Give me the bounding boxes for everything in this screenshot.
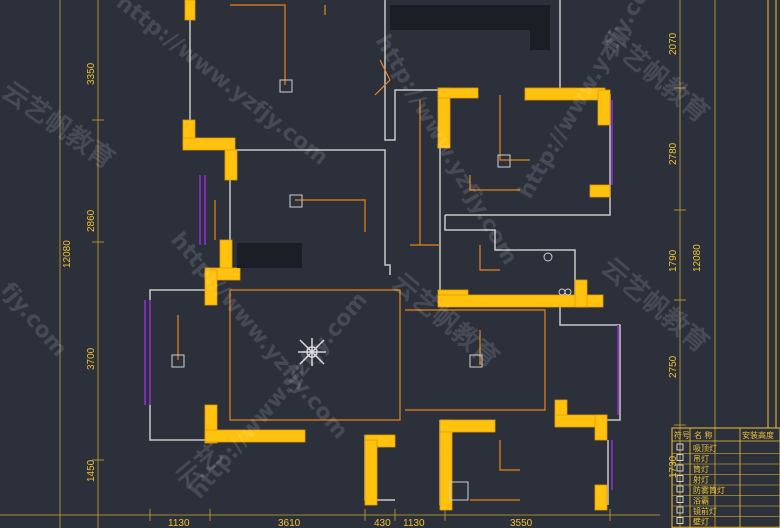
light-fixtures [171, 79, 572, 501]
dim-left-2860: 2860 [86, 209, 97, 232]
legend-symbol-icon [676, 496, 684, 503]
dimension-labels-left: 3350 2860 12080 3700 1450 [62, 62, 97, 482]
dim-bottom-3550: 3550 [510, 518, 533, 528]
dim-left-3700: 3700 [86, 347, 97, 370]
dim-left-12080: 12080 [62, 240, 73, 268]
legend-item-name: 吸顶灯 [693, 443, 717, 453]
legend-item-name: 镜前灯 [693, 506, 717, 516]
cabinets [237, 5, 550, 268]
dim-right-1790: 1790 [668, 249, 679, 272]
dimension-labels-right: 2070 2780 12080 1790 2750 1730 [668, 32, 703, 478]
dim-bottom-1130b: 1130 [403, 518, 425, 528]
chandelier-icon [298, 338, 326, 366]
dimension-lines [0, 0, 716, 528]
watermark-url-2: http://www.yzfjy.com [370, 31, 522, 270]
watermark-fjy: fjy.com [0, 278, 72, 362]
dim-bottom-430: 430 [374, 518, 391, 528]
dim-right-2780: 2780 [668, 142, 679, 165]
legend-symbol-icon [676, 454, 684, 461]
dim-right-12080: 12080 [692, 244, 703, 272]
legend-symbol-icon [676, 443, 684, 451]
legend-header-symbol: 符号 [674, 430, 690, 440]
legend-symbol-icon [676, 464, 684, 472]
watermark-brand-3: 云艺帆教育 [596, 22, 716, 129]
legend-header-name: 名 称 [694, 430, 713, 440]
legend-item-name: 筒灯 [693, 464, 709, 474]
dim-bottom-1130a: 1130 [168, 518, 190, 528]
dimension-labels-bottom: 1130 3610 430 1130 3550 [168, 518, 533, 528]
legend-item-name: 吊灯 [693, 454, 709, 464]
title-border [767, 0, 777, 428]
watermarks: http://www.yzfjy.com http://www.yzfjy.co… [0, 0, 715, 504]
lighting-wiring [177, 4, 546, 501]
dim-right-2750: 2750 [668, 355, 679, 378]
watermark-brand-2: 云艺帆教育 [386, 267, 506, 374]
legend-item-name: 射灯 [693, 475, 709, 485]
legend-symbol-icon [676, 517, 684, 524]
dim-left-3350: 3350 [86, 62, 97, 85]
legend-symbol-icon [676, 475, 684, 482]
windows [144, 100, 619, 490]
legend-symbol-icon [676, 506, 684, 514]
dim-left-1450: 1450 [86, 459, 97, 482]
dim-bottom-3610: 3610 [278, 518, 301, 528]
legend-item-name: 防雾筒灯 [693, 485, 725, 495]
legend-item-name: 壁灯 [693, 517, 709, 527]
dim-right-1730: 1730 [668, 455, 679, 478]
dim-right-2070: 2070 [668, 32, 679, 55]
legend-header-height: 安装高度 [742, 430, 774, 440]
structural-walls [182, 0, 611, 511]
legend-item-name: 浴霸 [693, 496, 709, 506]
legend-symbol-icon [676, 485, 684, 493]
